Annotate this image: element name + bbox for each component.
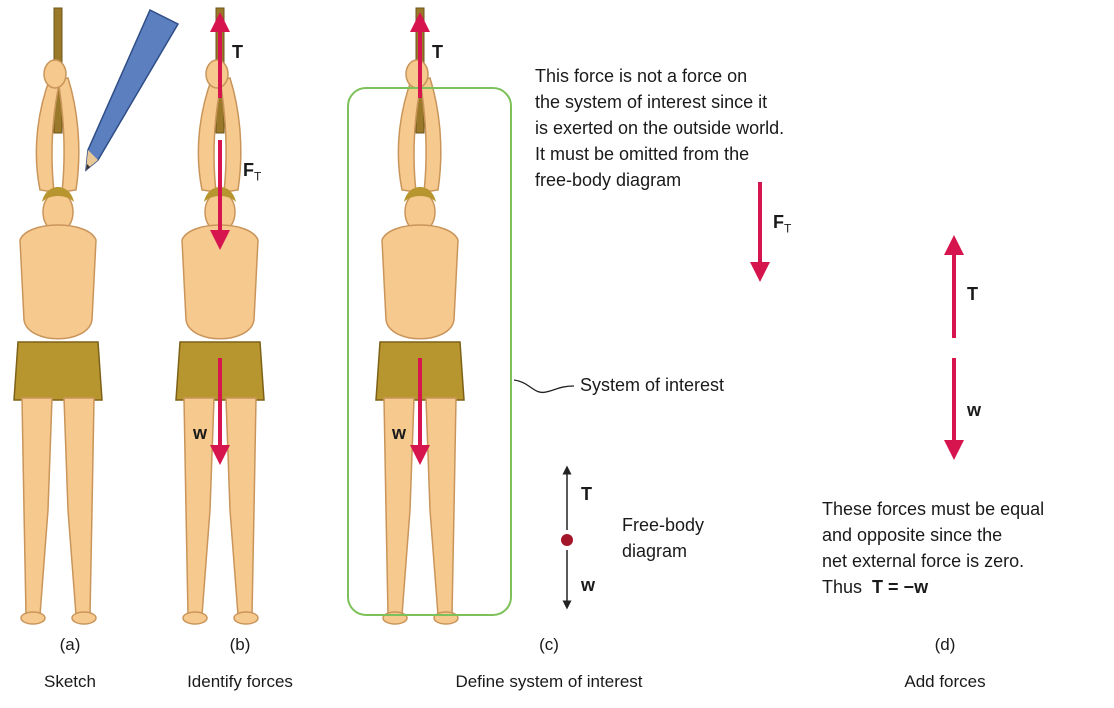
label-FT-omitted: FT: [773, 212, 791, 236]
label-T-d: T: [967, 284, 978, 305]
equal-forces-note: These forces must be equal and opposite …: [822, 496, 1044, 600]
figure-a: [14, 8, 102, 624]
label-w-c: w: [392, 423, 406, 444]
outside-note-line: It must be omitted from the: [535, 141, 784, 167]
outside-note-line: free-body diagram: [535, 167, 784, 193]
figure-b: [176, 8, 264, 624]
label-T-b: T: [232, 42, 243, 63]
fbd-label-line: Free-body: [622, 512, 704, 538]
label-FT-b-sub: T: [254, 170, 261, 184]
system-of-interest-label: System of interest: [580, 372, 724, 398]
figure-c: [376, 8, 464, 624]
equation: T = −w: [872, 577, 928, 597]
fbd-point: [561, 534, 573, 546]
label-FT-b: FT: [243, 160, 261, 184]
pencil-icon: [86, 10, 178, 170]
fbd-label-line: diagram: [622, 538, 704, 564]
system-pointer-line: [514, 380, 574, 392]
panel-b-caption: Identify forces: [160, 672, 320, 692]
panel-d-caption: Add forces: [875, 672, 1015, 692]
panel-c-letter: (c): [519, 635, 579, 655]
thus-prefix: Thus: [822, 577, 862, 597]
outside-note-line: is exerted on the outside world.: [535, 115, 784, 141]
label-T-c: T: [432, 42, 443, 63]
equal-note-thus-line: Thus T = −w: [822, 574, 1044, 600]
panel-d-letter: (d): [915, 635, 975, 655]
panel-a-letter: (a): [40, 635, 100, 655]
outside-note-line: the system of interest since it: [535, 89, 784, 115]
panel-b-letter: (b): [210, 635, 270, 655]
outside-force-note: This force is not a force on the system …: [535, 63, 784, 193]
outside-note-line: This force is not a force on: [535, 63, 784, 89]
label-w-d: w: [967, 400, 981, 421]
label-w-fbd: w: [581, 575, 595, 596]
label-FT-b-main: F: [243, 160, 254, 180]
panel-c-caption: Define system of interest: [419, 672, 679, 692]
label-w-b: w: [193, 423, 207, 444]
fbd-label: Free-body diagram: [622, 512, 704, 564]
panel-a-caption: Sketch: [20, 672, 120, 692]
equal-note-line: net external force is zero.: [822, 548, 1044, 574]
equal-note-line: and opposite since the: [822, 522, 1044, 548]
label-FT-omitted-main: F: [773, 212, 784, 232]
equal-note-line: These forces must be equal: [822, 496, 1044, 522]
label-T-fbd: T: [581, 484, 592, 505]
label-FT-omitted-sub: T: [784, 222, 791, 236]
